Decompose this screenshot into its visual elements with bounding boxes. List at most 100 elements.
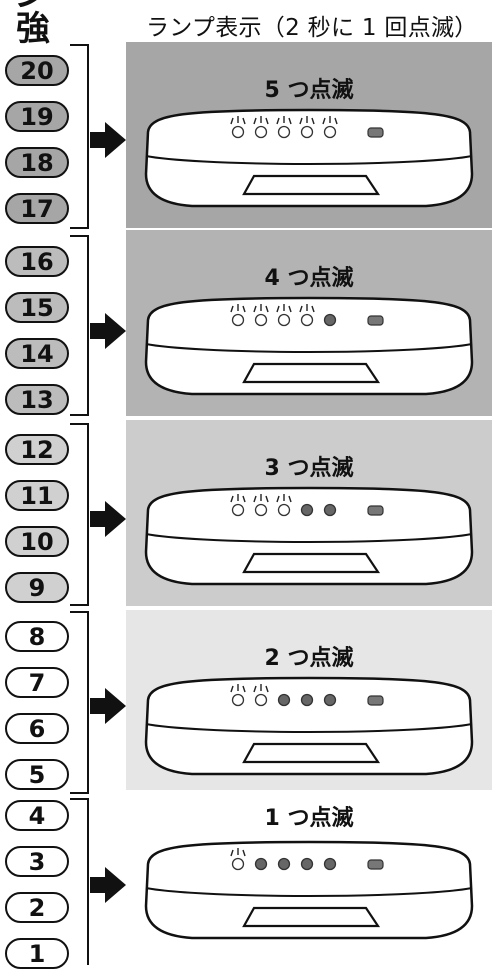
blink-count-label: 3 つ点滅 — [264, 456, 354, 481]
blink-rays-icon — [322, 116, 338, 125]
group-bracket — [70, 611, 89, 794]
blink-ray — [253, 685, 257, 693]
blink-ray — [265, 495, 269, 503]
lamp-off — [323, 313, 337, 327]
blink-ray — [276, 305, 280, 313]
strength-level-badge: 13 — [5, 384, 69, 415]
blink-ray — [253, 305, 257, 313]
lamp-panel: 2 つ点滅 — [126, 610, 492, 790]
blink-count-label: 5 つ点滅 — [264, 78, 354, 103]
lamp-blinking — [277, 313, 291, 327]
blink-rays-icon — [253, 304, 269, 313]
blink-ray — [230, 305, 234, 313]
right-arrow-icon — [90, 867, 126, 903]
status-indicator — [367, 505, 384, 516]
lamp-blinking — [300, 125, 314, 139]
blink-rays-icon — [230, 304, 246, 313]
device-seam-line — [145, 887, 473, 898]
blink-ray — [265, 305, 269, 313]
strength-level-badge: 9 — [5, 572, 69, 603]
lamp-off — [323, 693, 337, 707]
blink-rays-icon — [253, 116, 269, 125]
right-arrow-icon — [90, 501, 126, 537]
lamp-panel: 4 つ点滅 — [126, 230, 492, 416]
device-seam-line — [145, 533, 473, 544]
right-arrow-icon — [90, 122, 126, 158]
lamp-blinking — [231, 503, 245, 517]
group-bracket — [70, 44, 89, 229]
blink-ray — [276, 495, 280, 503]
strength-level-badge: 12 — [5, 434, 69, 465]
lamp-blinking — [277, 125, 291, 139]
blink-rays-icon — [276, 304, 292, 313]
group-bracket — [70, 235, 89, 416]
lamp-blinking — [254, 503, 268, 517]
lamp-off — [300, 503, 314, 517]
device-slot — [242, 906, 381, 928]
blink-ray — [299, 117, 303, 125]
lamp-panel: 5 つ点滅 — [126, 42, 492, 228]
lamp-off — [254, 857, 268, 871]
device-illustration — [144, 486, 474, 586]
blink-ray — [322, 117, 326, 125]
device-seam-line — [145, 155, 473, 166]
lamp-blinking — [231, 693, 245, 707]
group-bracket — [70, 798, 89, 965]
device-body — [144, 486, 474, 586]
strength-level-badge: 4 — [5, 800, 69, 831]
blink-ray — [230, 495, 234, 503]
lamp-off — [300, 857, 314, 871]
right-arrow-icon — [90, 313, 126, 349]
lamp-off — [277, 693, 291, 707]
lamp-blinking — [277, 503, 291, 517]
lamp-blinking — [254, 693, 268, 707]
lamp-panel: 1 つ点滅 — [126, 792, 492, 965]
lamp-blinking — [300, 313, 314, 327]
device-slot — [242, 742, 381, 764]
device-slot — [242, 362, 381, 384]
strength-level-badge: 6 — [5, 713, 69, 744]
device-illustration — [144, 676, 474, 776]
lamp-off — [277, 857, 291, 871]
blink-ray — [288, 305, 292, 313]
blink-ray — [311, 117, 315, 125]
strength-level-badge: 15 — [5, 292, 69, 323]
blink-ray — [253, 495, 257, 503]
blink-ray — [299, 305, 303, 313]
right-arrow-icon — [90, 688, 126, 724]
device-body — [144, 296, 474, 396]
device-slot — [242, 552, 381, 574]
strength-level-badge: 2 — [5, 892, 69, 923]
status-indicator — [367, 127, 384, 138]
blink-ray — [276, 117, 280, 125]
device-seam-line — [145, 343, 473, 354]
status-indicator — [367, 315, 384, 326]
lamp-panel: 3 つ点滅 — [126, 420, 492, 606]
blink-rays-icon — [230, 684, 246, 693]
lamp-display-header: ランプ表示（2 秒に 1 回点滅） — [146, 15, 478, 41]
blink-ray — [311, 305, 315, 313]
strength-level-badge: 19 — [5, 101, 69, 132]
lamp-blinking — [323, 125, 337, 139]
lamp-blinking — [254, 125, 268, 139]
device-illustration — [144, 296, 474, 396]
blink-ray — [265, 117, 269, 125]
lamp-off — [300, 693, 314, 707]
strength-header: ン 強さ — [6, 0, 81, 44]
strength-level-badge: 17 — [5, 193, 69, 224]
strength-header-text: 強さ — [16, 9, 50, 44]
strength-level-badge: 18 — [5, 147, 69, 178]
blink-ray — [334, 117, 338, 125]
blink-rays-icon — [253, 494, 269, 503]
strength-level-badge: 5 — [5, 759, 69, 790]
lamp-blinking — [254, 313, 268, 327]
device-body — [144, 840, 474, 940]
lamp-off — [323, 857, 337, 871]
blink-rays-icon — [253, 684, 269, 693]
device-body — [144, 676, 474, 776]
blink-rays-icon — [299, 116, 315, 125]
status-indicator — [367, 859, 384, 870]
device-illustration — [144, 108, 474, 208]
strength-level-badge: 8 — [5, 621, 69, 652]
